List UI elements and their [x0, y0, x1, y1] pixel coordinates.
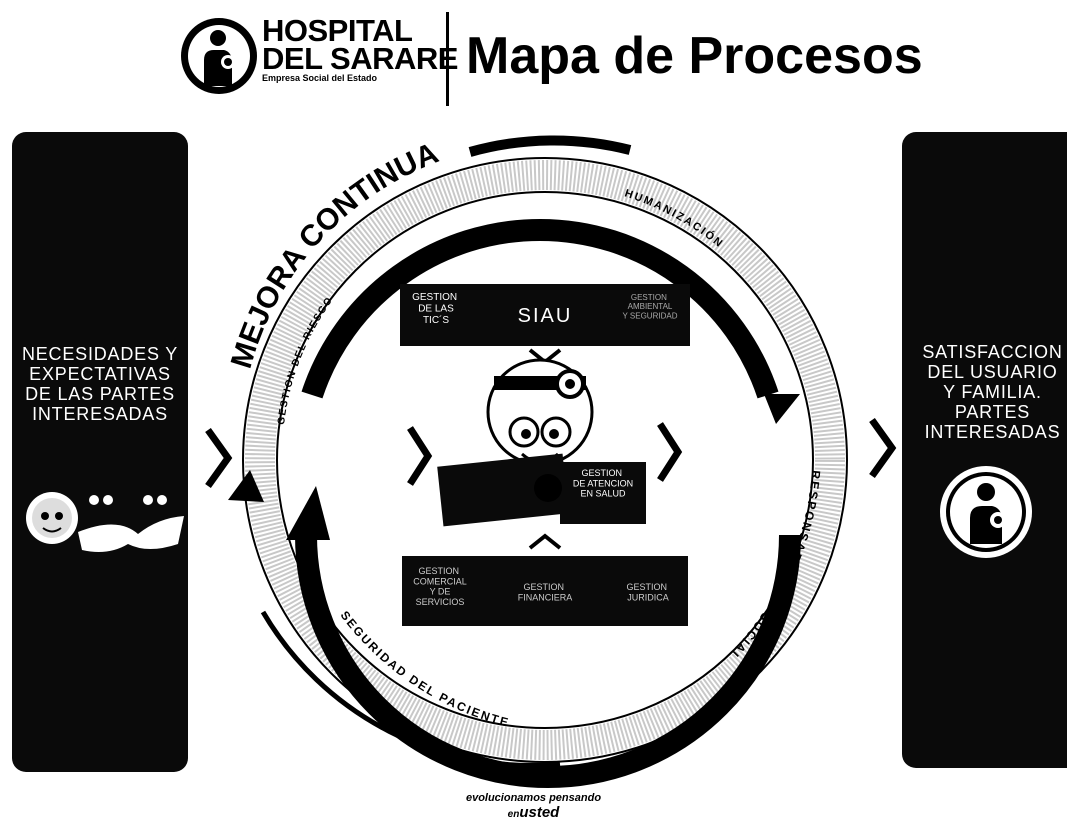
hospital-logo-icon — [181, 18, 257, 94]
chevron-right-icon — [205, 427, 233, 489]
box-text-line: FINANCIERA — [518, 592, 573, 602]
box-text-line: Y DE — [430, 587, 451, 597]
hospital-emblem-icon — [940, 466, 1032, 558]
input-panel: NECESIDADES Y EXPECTATIVAS DE LAS PARTES… — [12, 132, 188, 772]
output-panel: SATISFACCION DEL USUARIO Y FAMILIA. PART… — [902, 132, 1067, 768]
box-text-line: AMBIENTAL — [628, 302, 673, 311]
brand-tagline: Empresa Social del Estado — [262, 73, 378, 83]
tagline-usted: usted — [519, 804, 560, 821]
doctor-mascot-illustration — [486, 358, 594, 466]
chevron-right-icon — [657, 422, 683, 482]
top-cycle-arrowhead — [764, 394, 800, 424]
header: HOSPITAL DEL SARARE Empresa Social del E… — [0, 0, 1067, 120]
box-text-line: TIC´S — [423, 314, 449, 326]
textured-band — [245, 160, 845, 760]
seguridad-arc — [260, 610, 561, 768]
bottom-cycle-arrowhead — [286, 486, 330, 540]
tagline-line-1: evolucionamos pensando — [465, 792, 602, 804]
header-divider — [446, 12, 449, 106]
top-process-bar — [400, 284, 690, 346]
gestion-apoyo-box — [437, 453, 569, 527]
bottom-process-bar — [402, 556, 688, 626]
brand-line-2: DEL SARARE — [262, 41, 458, 76]
input-panel-text: NECESIDADES Y EXPECTATIVAS DE LAS PARTES… — [21, 344, 179, 424]
brand-line-1: HOSPITAL — [262, 13, 413, 48]
mascot-hand — [534, 474, 562, 502]
box-text-line: COMERCIAL — [413, 576, 467, 586]
box-text-line: JURIDICA — [627, 592, 669, 602]
outer-ring — [242, 157, 848, 763]
patients-illustration — [26, 492, 184, 552]
gestion-financiera-box: GESTION FINANCIERA — [518, 582, 573, 602]
output-panel-text: SATISFACCION DEL USUARIO Y FAMILIA. PART… — [922, 342, 1063, 442]
footer-tagline: evolucionamos pensando enusted — [0, 792, 1067, 822]
chevron-right-icon — [407, 426, 433, 486]
chevron-up-icon — [528, 533, 562, 550]
bottom-cycle-arc — [295, 534, 801, 788]
top-cycle-arc — [301, 219, 779, 399]
box-text-line: EN SALUD — [580, 489, 626, 499]
tagline-prefix: en — [507, 809, 520, 820]
tagline-line-2: enusted — [0, 805, 1067, 822]
box-text-line: SERVICIOS — [416, 597, 465, 607]
mejora-arrow — [468, 135, 632, 157]
page-title: Mapa de Procesos — [466, 27, 923, 85]
box-text-line: Y SEGURIDAD — [623, 311, 678, 320]
box-text-line: DE LAS — [418, 304, 454, 315]
brand-name: HOSPITAL DEL SARARE Empresa Social del E… — [262, 13, 458, 84]
gestion-juridica-box: GESTION JURIDICA — [626, 582, 669, 602]
box-text-line: DE ATENCION — [573, 478, 633, 488]
siau-box: SIAU — [518, 305, 573, 327]
chevron-right-icon — [869, 417, 897, 479]
seguridad-arrowhead — [228, 470, 264, 502]
gestion-atencion-box — [560, 462, 646, 524]
